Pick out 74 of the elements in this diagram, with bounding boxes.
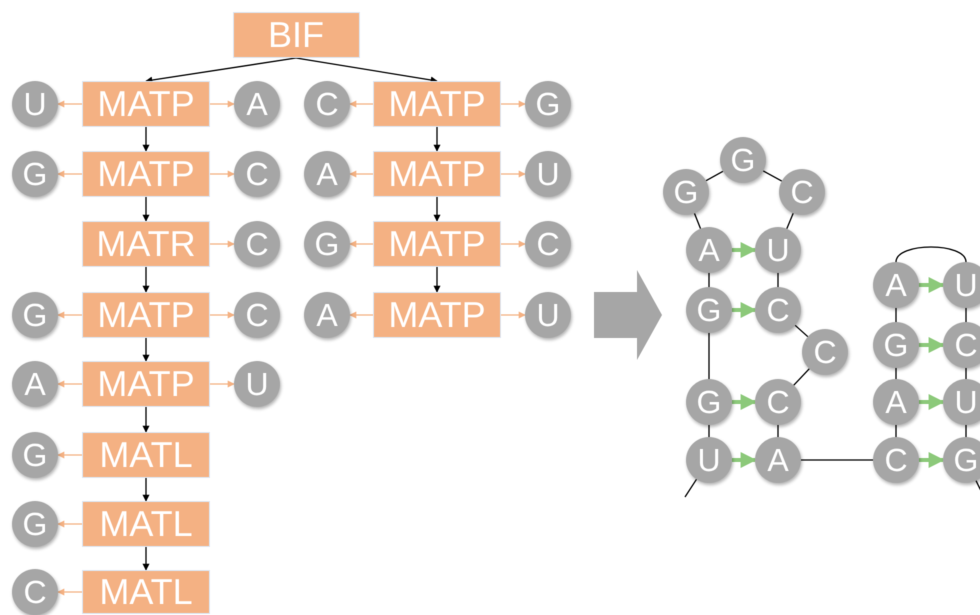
arrow xyxy=(501,170,526,178)
state-box: MATP xyxy=(373,151,501,197)
arrow xyxy=(210,312,235,318)
arrow xyxy=(501,312,526,318)
connector-line xyxy=(708,333,710,379)
arrow xyxy=(142,127,150,152)
arrow xyxy=(210,240,235,248)
state-box: MATL xyxy=(82,501,210,547)
state-box: MATP xyxy=(373,221,501,267)
connector-line xyxy=(965,308,967,322)
arrow xyxy=(57,452,82,458)
connector-line xyxy=(793,368,810,386)
connector-line xyxy=(965,368,967,379)
arrow xyxy=(142,267,150,293)
state-box: MATP xyxy=(82,81,210,127)
connector-line xyxy=(762,170,782,182)
state-box: MATP xyxy=(373,292,501,338)
connector-line xyxy=(708,273,710,287)
connector-line xyxy=(708,425,710,437)
arrow xyxy=(210,380,235,388)
arrow xyxy=(501,100,526,108)
connector-line xyxy=(895,308,897,322)
arrow xyxy=(57,100,82,108)
connector-line xyxy=(801,459,873,461)
arrow xyxy=(434,197,440,222)
arrow xyxy=(732,242,757,258)
arrow xyxy=(57,520,82,528)
connector-line xyxy=(777,425,779,437)
arrow xyxy=(57,312,82,318)
arrow xyxy=(210,170,235,178)
arrow xyxy=(142,478,150,502)
state-box: MATP xyxy=(373,81,501,127)
state-box: MATR xyxy=(82,221,210,267)
arrow xyxy=(434,267,440,293)
arrow xyxy=(349,170,373,178)
arrow xyxy=(732,302,757,318)
connector-line xyxy=(895,368,897,379)
arrow xyxy=(732,394,757,410)
arrow xyxy=(142,338,150,362)
arrow xyxy=(349,312,373,318)
arrow xyxy=(919,452,945,468)
connector-line xyxy=(684,478,698,498)
arrow xyxy=(142,197,150,222)
state-box: MATP xyxy=(82,292,210,338)
state-box: MATL xyxy=(82,570,210,614)
connector-line xyxy=(965,425,967,437)
arrow xyxy=(349,240,373,248)
connector-line xyxy=(786,213,794,229)
arrow xyxy=(142,407,150,433)
arrow xyxy=(501,240,526,248)
arrow xyxy=(919,394,945,410)
arrow xyxy=(57,588,82,596)
arrow xyxy=(145,57,296,84)
arrow xyxy=(210,100,235,108)
state-box: MATL xyxy=(82,432,210,478)
state-box: BIF xyxy=(232,12,360,58)
arrow xyxy=(57,170,82,178)
block-arrow xyxy=(594,270,662,360)
arrow xyxy=(919,277,945,293)
arrow xyxy=(732,452,757,468)
arrow xyxy=(142,547,150,571)
arrow xyxy=(57,380,82,388)
connector-line xyxy=(895,425,897,437)
state-box: MATP xyxy=(82,361,210,407)
arrow xyxy=(434,127,440,152)
connector-line xyxy=(777,273,779,287)
connector-line xyxy=(895,246,967,262)
state-box: MATP xyxy=(82,151,210,197)
arrow xyxy=(296,57,438,84)
arrow xyxy=(919,337,945,353)
connector-line xyxy=(694,213,702,229)
connector-line xyxy=(794,324,808,338)
connector-line xyxy=(706,170,724,182)
arrow xyxy=(349,100,373,108)
